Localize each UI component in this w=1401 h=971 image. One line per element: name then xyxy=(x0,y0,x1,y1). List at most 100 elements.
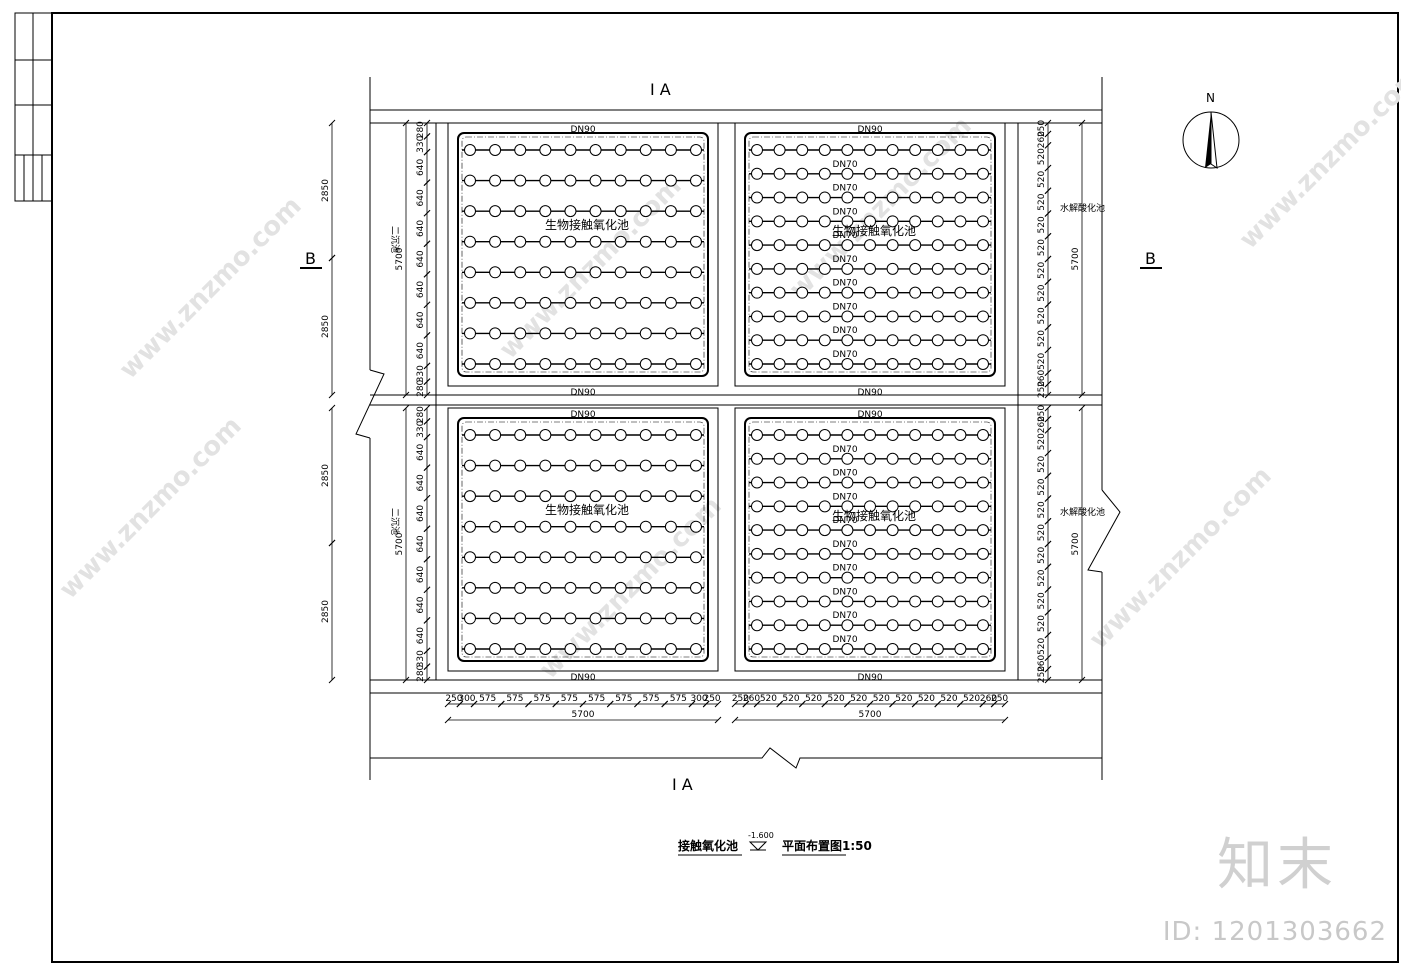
dim-chain-left: 280 xyxy=(416,663,431,684)
tank-name: 生物接触氧化池 xyxy=(832,223,916,238)
diffuser xyxy=(514,643,527,655)
diffuser xyxy=(539,205,552,218)
diffuser xyxy=(886,262,899,275)
diffuser xyxy=(864,595,876,608)
diffuser xyxy=(841,429,854,441)
diffuser xyxy=(564,612,577,625)
diffuser xyxy=(818,191,831,204)
diffuser xyxy=(796,167,809,180)
diffuser xyxy=(886,595,899,608)
diffuser xyxy=(639,174,652,187)
diffuser xyxy=(931,144,944,156)
diffuser xyxy=(864,358,876,370)
diffuser xyxy=(841,191,854,204)
tank-wall xyxy=(734,122,1006,387)
section-b-left: B xyxy=(300,249,322,269)
diffuser xyxy=(614,358,627,370)
diffuser xyxy=(954,524,967,537)
pipe-label-branch: DN70 xyxy=(832,255,857,265)
diffuser xyxy=(464,296,476,309)
diffuser xyxy=(514,144,527,156)
diffuser xyxy=(589,358,602,370)
diffuser xyxy=(977,429,989,441)
diffuser xyxy=(464,235,476,248)
diffuser xyxy=(931,524,944,537)
diffuser xyxy=(977,262,989,275)
diffuser xyxy=(886,547,899,560)
diffuser xyxy=(464,358,476,370)
title-block xyxy=(14,12,53,202)
diffuser xyxy=(614,490,627,503)
diffuser xyxy=(977,619,989,632)
diffuser xyxy=(909,310,922,323)
dim-label: 2850 xyxy=(321,315,331,338)
dim-label: 520 xyxy=(1037,239,1047,256)
diffuser xyxy=(664,643,677,655)
diffuser xyxy=(909,500,922,513)
watermark-site: www.znzmo.com xyxy=(1084,461,1278,655)
pipe-label-header: DN90 xyxy=(570,673,595,683)
dim-label: 640 xyxy=(416,159,426,176)
diffuser xyxy=(909,334,922,347)
diffuser xyxy=(773,595,786,608)
diffuser xyxy=(796,429,809,441)
diffuser xyxy=(796,571,809,584)
diffuser xyxy=(514,266,527,279)
dim-chain-left: 640 xyxy=(416,270,431,309)
diffuser xyxy=(664,266,677,279)
diffuser xyxy=(751,334,763,347)
dim-label: 520 xyxy=(873,694,890,704)
diffuser xyxy=(796,643,809,655)
diffuser xyxy=(886,144,899,156)
dim-chain-bottom: 250 xyxy=(702,694,722,708)
dim-label: 520 xyxy=(1037,592,1047,609)
diffuser xyxy=(664,551,677,564)
watermark-site: www.znzmo.com xyxy=(114,191,308,385)
dim-label: 5700 xyxy=(395,247,405,270)
diffuser xyxy=(639,612,652,625)
north-label: N xyxy=(1206,91,1215,105)
diffuser xyxy=(931,452,944,465)
diffuser xyxy=(489,520,502,533)
diffuser xyxy=(489,296,502,309)
dim-label: 640 xyxy=(416,220,426,237)
diffuser xyxy=(841,476,854,489)
section-a-bottom: I A xyxy=(672,775,693,794)
title-name: 接触氧化池 xyxy=(678,838,738,853)
diffuser xyxy=(818,452,831,465)
diffuser xyxy=(639,429,652,441)
diffuser xyxy=(931,429,944,441)
diffuser xyxy=(818,358,831,370)
diffuser xyxy=(664,296,677,309)
diffuser xyxy=(664,235,677,248)
diffuser xyxy=(818,215,831,228)
dim-label: 640 xyxy=(416,281,426,298)
diffuser xyxy=(796,619,809,632)
diffuser xyxy=(977,191,989,204)
dim-chain-right: 260 xyxy=(1037,415,1052,434)
diffuser xyxy=(773,547,786,560)
dim-chain-left: 640 xyxy=(416,433,431,472)
diffuser xyxy=(954,643,967,655)
diffuser xyxy=(690,459,702,472)
diffuser xyxy=(614,643,627,655)
diffuser xyxy=(589,174,602,187)
pipe-label-branch: DN70 xyxy=(832,326,857,336)
diffuser xyxy=(751,262,763,275)
diffuser xyxy=(931,358,944,370)
diffuser xyxy=(818,500,831,513)
diffuser xyxy=(886,167,899,180)
diffuser xyxy=(864,619,876,632)
diffuser xyxy=(664,612,677,625)
dim-label: 520 xyxy=(1037,330,1047,347)
diffuser xyxy=(818,476,831,489)
diffuser xyxy=(977,144,989,156)
dim-2850: 2850 xyxy=(321,404,336,547)
dim-label: 5700 xyxy=(1071,532,1081,555)
diffuser xyxy=(539,520,552,533)
pipe-label-header: DN90 xyxy=(570,410,595,420)
dim-label: 260 xyxy=(1037,655,1047,672)
side-tank-left-bottom: 二沉池 xyxy=(389,508,401,535)
diffuser xyxy=(954,262,967,275)
